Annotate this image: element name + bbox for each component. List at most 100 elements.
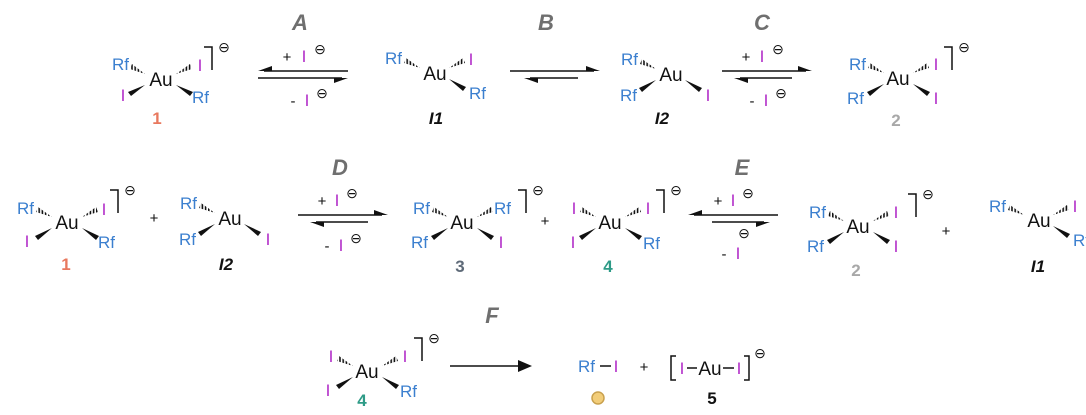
hashed-bond-au-i [176,64,192,74]
hashed-bond-au-i [1053,205,1069,215]
gold-atom: Au [55,213,78,234]
hashed-bond-au-i [82,207,98,217]
condition-remove: - [750,93,755,110]
rf-group: Rf [643,234,660,253]
wedge-bond-au-rf [382,377,399,389]
plus-sign: + [942,223,951,240]
iodine-atom: I [614,357,619,376]
hashed-bond-au-rf [404,58,420,68]
hashed-bond-au-rf [828,211,844,221]
wedge-bond-au-rf [82,228,99,240]
negative-charge: ⊖ [742,185,754,201]
left-bracket [670,355,676,381]
hashed-bond-au-rf [199,203,215,213]
rf-group: Rf [494,199,511,218]
product-marker-circle [591,391,605,405]
product-rf-iodide: Rf I [578,357,619,405]
complex-2-row2: Au Rf I Rf I ⊖ 2 [807,186,934,280]
gold-atom: Au [659,65,682,86]
hashed-bond-au-i [873,211,889,221]
negative-charge: ⊖ [670,182,682,198]
plus-sign: + [541,213,550,230]
iodine-atom: I [329,347,334,366]
negative-charge: ⊖ [922,186,934,202]
rf-group: Rf [179,230,196,249]
reaction-arrow-f: F [450,303,532,372]
iodine-atom: I [572,199,577,218]
gold-atom: Au [698,359,721,380]
iodine-atom: I [121,86,126,105]
wedge-bond-au-i [873,232,890,244]
iodine-atom: I [646,199,651,218]
complex-4-row3: Au I I I Rf ⊖ 4 [326,330,440,410]
anion-bracket [204,46,213,70]
plus-sign: + [150,210,159,227]
intermediate-i2-row1: Au Rf Rf I I2 [620,50,710,128]
iodine-atom: I [335,191,340,210]
complex-2-row1: Au Rf I Rf I ⊖ 2 [847,39,970,130]
negative-charge: ⊖ [346,185,358,201]
iodine-atom: I [680,359,685,378]
negative-charge: ⊖ [124,182,136,198]
hashed-bond-au-rf [477,207,493,217]
negative-charge: ⊖ [350,230,362,246]
intermediate-label-i1: I1 [429,109,443,128]
negative-charge: ⊖ [428,330,440,346]
iodine-atom: I [305,91,310,110]
compound-label-4: 4 [357,391,367,410]
gold-atom: Au [886,69,909,90]
condition-add: + [283,49,292,66]
rf-group: Rf [180,194,197,213]
wedge-bond-au-rf [1053,226,1070,238]
negative-charge: ⊖ [772,41,784,57]
step-label-f: F [485,303,499,328]
negative-charge: ⊖ [738,225,750,241]
gold-atom: Au [218,209,241,230]
rf-group: Rf [578,357,595,376]
wedge-bond-au-rf [431,228,448,240]
hashed-bond-au-i [625,207,641,217]
gold-atom: Au [598,213,621,234]
gold-atom: Au [423,64,446,85]
rf-group: Rf [98,233,115,252]
gold-atom: Au [450,213,473,234]
hashed-bond-au-i [449,58,465,68]
gold-atom: Au [149,70,172,91]
compound-label-1: 1 [61,255,70,274]
condition-remove: - [722,246,727,263]
iodine-atom: I [760,47,765,66]
intermediate-label-i2: I2 [219,255,234,274]
plus-sign: + [640,359,649,376]
hashed-bond-au-i [580,207,596,217]
equilibrium-arrow-e: E + I ⊖ ⊖ - I [688,155,778,263]
rf-group: Rf [413,199,430,218]
rf-group: Rf [847,89,864,108]
product-5-aurate: I Au I ⊖ 5 [670,345,766,408]
anion-bracket [414,337,423,361]
compound-label-2: 2 [891,111,900,130]
anion-bracket [944,46,953,70]
wedge-bond-au-i [579,228,596,240]
rf-group: Rf [17,199,34,218]
rf-group: Rf [809,203,826,222]
intermediate-i2-row2: Au Rf Rf I I2 [179,194,270,274]
equilibrium-arrow-a: A + I ⊖ - I ⊖ [258,10,348,110]
anion-bracket [656,189,665,213]
wedge-bond-au-rf [198,224,215,236]
iodine-atom: I [1073,197,1078,216]
intermediate-label-i1: I1 [1031,257,1045,276]
rf-group: Rf [192,88,209,107]
iodine-atom: I [934,89,939,108]
iodine-atom: I [894,203,899,222]
hashed-bond-au-rf [1008,205,1024,215]
wedge-bond-au-i [685,80,702,92]
hashed-bond-au-rf [36,207,52,217]
step-label-a: A [291,10,308,35]
iodine-atom: I [764,91,769,110]
iodine-atom: I [198,56,203,75]
hashed-bond-au-i [337,356,353,366]
rf-group: Rf [620,86,637,105]
step-label-c: C [754,10,771,35]
anion-bracket [908,193,917,217]
right-bracket [744,355,750,381]
